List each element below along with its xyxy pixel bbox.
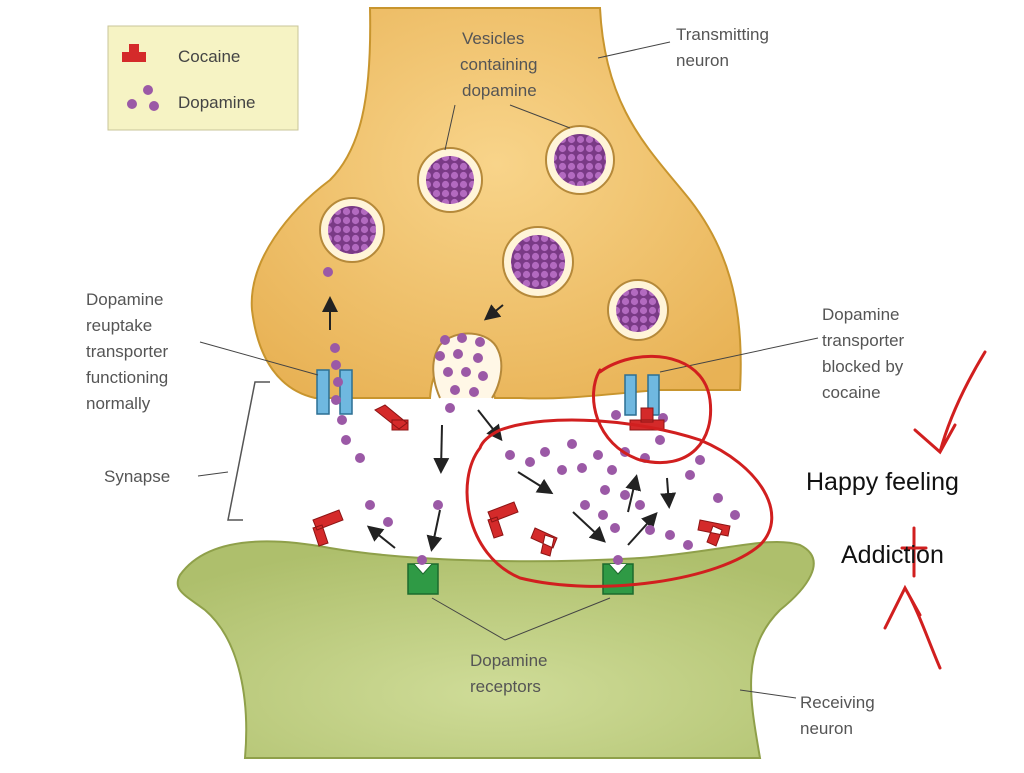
label-dopamine-receptors: Dopamine receptors <box>470 651 548 696</box>
annotation-happy-feeling: Happy feeling <box>806 468 959 496</box>
vesicle-dopamine <box>328 206 376 254</box>
label-receiving-neuron: Receiving neuron <box>800 693 875 738</box>
fusing-vesicle <box>432 332 503 399</box>
svg-text:Receiving: Receiving <box>800 693 875 712</box>
cocaine-legend-icon <box>122 44 146 62</box>
annotation-circle-transporter <box>592 354 713 464</box>
dopamine-receptor <box>602 563 634 595</box>
dopamine-receptor <box>407 563 439 595</box>
svg-text:receptors: receptors <box>470 677 541 696</box>
reuptake-transporter <box>316 369 353 415</box>
legend: Cocaine Dopamine <box>107 25 299 131</box>
legend-cocaine-label: Cocaine <box>178 47 240 66</box>
vesicle-dopamine <box>554 134 606 186</box>
receiving-neuron <box>176 540 815 759</box>
label-reuptake-transporter: Dopamine reuptake transporter functionin… <box>86 290 169 413</box>
svg-text:neuron: neuron <box>676 51 729 70</box>
annotation-plus-sign <box>900 526 928 578</box>
svg-text:transporter: transporter <box>822 331 905 350</box>
svg-text:transporter: transporter <box>86 342 169 361</box>
vesicle-dopamine <box>511 235 565 289</box>
synapse-bracket <box>227 381 270 521</box>
label-vesicles: Vesicles containing dopamine <box>460 29 538 100</box>
svg-text:neuron: neuron <box>800 719 853 738</box>
svg-text:dopamine: dopamine <box>462 81 537 100</box>
annotation-addiction: Addiction <box>841 541 944 569</box>
annotation-circle-synapse <box>465 418 774 588</box>
svg-text:reuptake: reuptake <box>86 316 152 335</box>
svg-text:Transmitting: Transmitting <box>676 25 769 44</box>
svg-text:Dopamine: Dopamine <box>470 651 548 670</box>
vesicle-dopamine <box>616 288 660 332</box>
vesicles <box>319 125 669 341</box>
label-synapse: Synapse <box>104 467 170 486</box>
svg-text:containing: containing <box>460 55 538 74</box>
annotation-up-arrow <box>883 584 942 670</box>
vesicle-dopamine <box>426 156 474 204</box>
flow-arrows <box>322 296 677 552</box>
svg-text:Vesicles: Vesicles <box>462 29 524 48</box>
annotation-down-arrow <box>913 350 987 455</box>
svg-text:cocaine: cocaine <box>822 383 881 402</box>
label-blocked-transporter: Dopamine transporter blocked by cocaine <box>822 305 905 402</box>
annotation-ink <box>465 350 987 670</box>
dopamine-legend-icon <box>127 85 159 111</box>
label-transmitting-neuron: Transmitting neuron <box>676 25 769 70</box>
legend-dopamine-label: Dopamine <box>178 93 256 112</box>
cocaine-molecules <box>312 404 731 557</box>
svg-text:blocked by: blocked by <box>822 357 904 376</box>
svg-text:functioning: functioning <box>86 368 168 387</box>
svg-text:Dopamine: Dopamine <box>822 305 900 324</box>
svg-text:normally: normally <box>86 394 151 413</box>
svg-text:Dopamine: Dopamine <box>86 290 164 309</box>
